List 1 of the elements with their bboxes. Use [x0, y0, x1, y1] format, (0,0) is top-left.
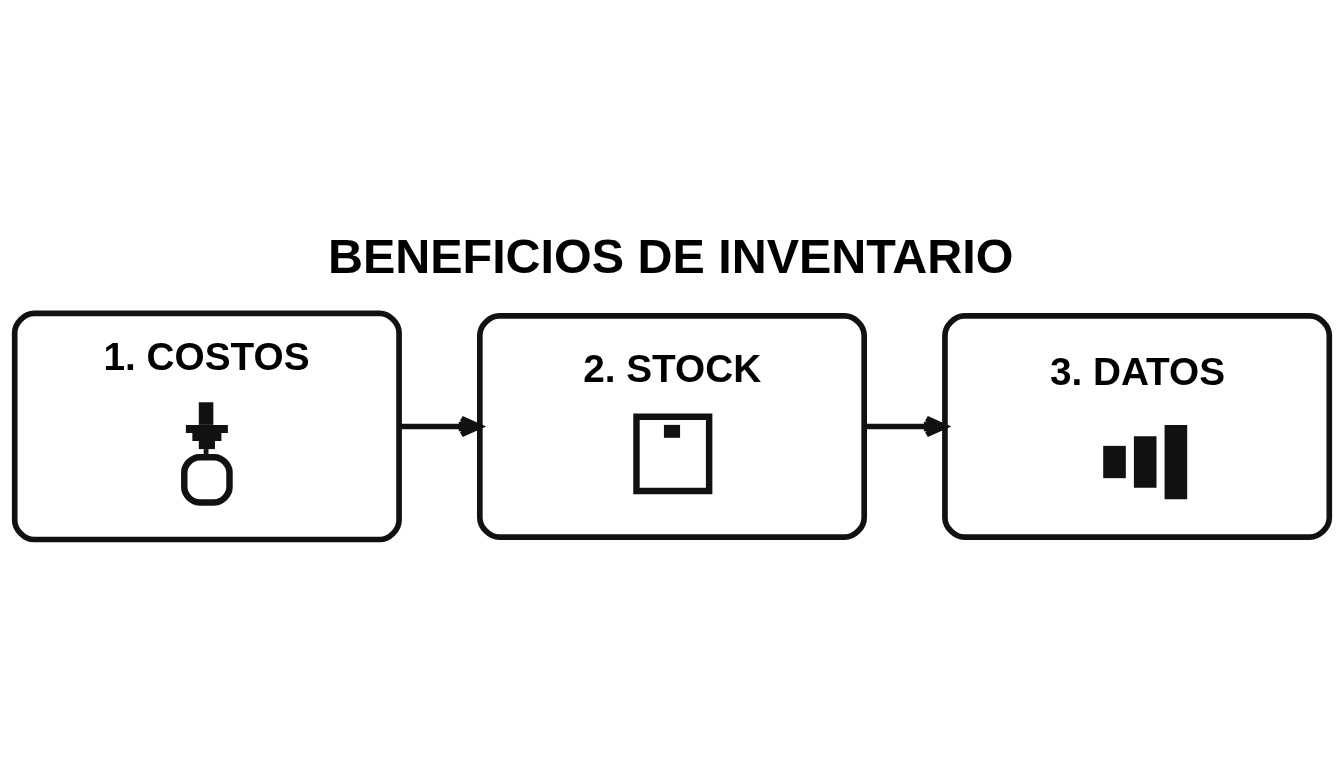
diagram-title: BENEFICIOS DE INVENTARIO [328, 228, 1014, 283]
